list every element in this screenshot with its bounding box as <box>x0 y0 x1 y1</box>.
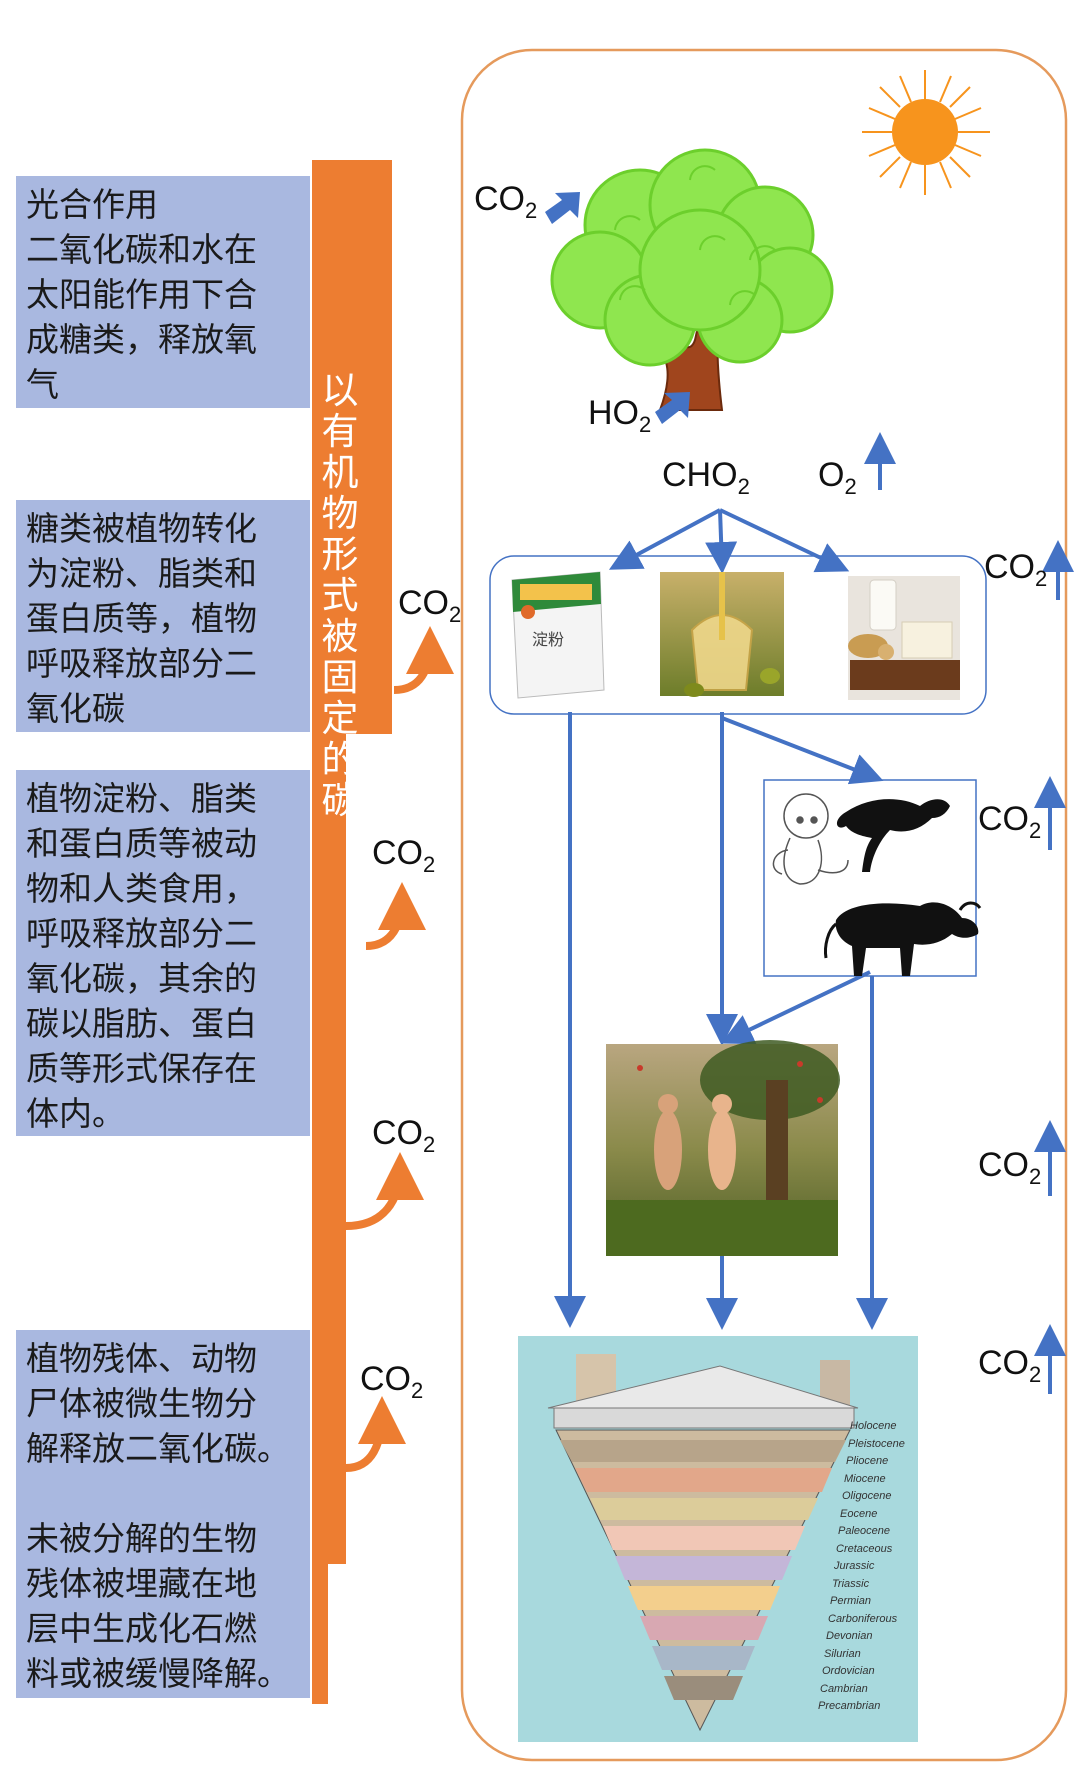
strata-label: Cretaceous <box>836 1542 893 1555</box>
sun-icon <box>862 70 990 195</box>
fixed-carbon-label: 以有机物形式被固定的碳 <box>321 369 359 822</box>
photosynthesis-box: 光合作用 二氧化碳和水在 太阳能作用下合 成糖类，释放氧 气 <box>16 176 310 408</box>
strata-label: Precambrian <box>818 1700 881 1712</box>
ho2-label: HO2 <box>588 394 652 437</box>
co2-label-animal-respiration: CO2 <box>372 834 436 877</box>
starch-bag-label: 淀粉 <box>532 630 565 649</box>
co2-label-strata: CO2 <box>978 1344 1042 1387</box>
fixed-carbon-bar-top <box>312 160 392 734</box>
strata-label: Cambrian <box>820 1682 868 1695</box>
strata-label: Holocene <box>850 1420 897 1432</box>
plant-conversion-box: 糖类被植物转化 为淀粉、脂类和 蛋白质等，植物 呼吸释放部分二 氧化碳 <box>16 500 310 732</box>
strata-label: Miocene <box>844 1472 886 1485</box>
geological-strata-image <box>518 1336 918 1742</box>
strata-label: Devonian <box>826 1630 873 1642</box>
olive-oil-image <box>660 572 784 697</box>
strata-label: Paleocene <box>838 1525 890 1537</box>
puma-icon <box>836 799 950 872</box>
soy-products-image <box>848 576 960 700</box>
co2-label-plant-respiration: CO2 <box>398 584 462 627</box>
strata-label: Triassic <box>832 1577 870 1590</box>
co2-label-animals: CO2 <box>978 800 1042 843</box>
decomposition-box: 植物残体、动物 尸体被微生物分 解释放二氧化碳。 未被分解的生物 残体被埋藏在地… <box>16 1330 310 1698</box>
co2-into-tree-arrow <box>545 192 580 224</box>
cho2-label: CHO2 <box>662 456 750 499</box>
strata-label: Permian <box>830 1595 871 1607</box>
strata-label: Oligocene <box>842 1490 892 1502</box>
eden-painting-image <box>606 1040 840 1256</box>
monkey-icon <box>772 793 849 885</box>
co2-label-humans: CO2 <box>978 1146 1042 1189</box>
co2-label-tree: CO2 <box>474 180 538 223</box>
strata-label: Pleistocene <box>848 1437 905 1450</box>
o2-label: O2 <box>818 456 857 499</box>
strata-label: Silurian <box>824 1647 861 1660</box>
co2-label-decomposition: CO2 <box>360 1360 424 1403</box>
co2-label-human-respiration: CO2 <box>372 1114 436 1157</box>
fixed-carbon-bar <box>312 734 346 1564</box>
tree-icon <box>550 148 834 411</box>
animal-consumption-box: 植物淀粉、脂类 和蛋白质等被动 物和人类食用， 呼吸释放部分二 氧化碳，其余的 … <box>16 770 310 1136</box>
strata-label: Ordovician <box>822 1665 875 1677</box>
fixed-carbon-bar-bottom <box>312 1564 328 1704</box>
strata-label: Pliocene <box>846 1455 889 1467</box>
starch-bag-image <box>511 571 605 699</box>
ox-icon <box>824 901 982 976</box>
strata-label: Eocene <box>840 1507 878 1520</box>
ecosystem-frame <box>460 48 1068 1762</box>
co2-label-products: CO2 <box>984 548 1048 591</box>
strata-label: Jurassic <box>834 1560 875 1572</box>
strata-label: Carboniferous <box>828 1612 898 1625</box>
ho2-into-tree-arrow <box>655 392 690 424</box>
